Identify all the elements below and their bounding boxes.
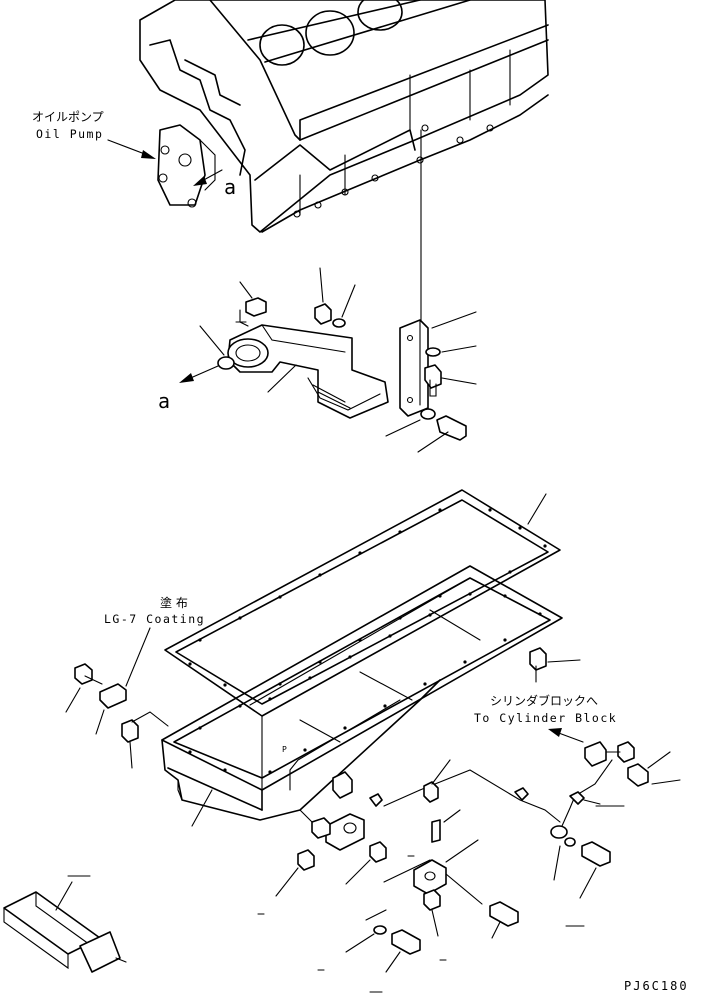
bolt bbox=[74, 663, 103, 685]
cylinder-block bbox=[139, 0, 549, 233]
oil-pan-gasket bbox=[164, 489, 561, 717]
valve-block bbox=[413, 859, 483, 905]
bolt bbox=[424, 364, 442, 397]
elbow-fitting bbox=[332, 771, 383, 807]
oil-pan bbox=[161, 565, 563, 831]
coating-label-en: LG-7 Coating bbox=[104, 612, 205, 626]
suction-strainer bbox=[227, 321, 389, 419]
oil-pump bbox=[157, 124, 216, 208]
plug bbox=[121, 719, 139, 743]
bolt bbox=[391, 929, 421, 955]
arrow-icon bbox=[193, 169, 223, 186]
ref-a-top: a bbox=[224, 175, 236, 199]
drain-valve bbox=[311, 813, 365, 851]
washer bbox=[425, 347, 441, 357]
level-sensor-assembly bbox=[419, 741, 635, 839]
plug bbox=[369, 841, 387, 863]
washer bbox=[373, 925, 387, 935]
bolt bbox=[239, 297, 267, 327]
pan-mark: P bbox=[282, 745, 287, 754]
arrow-icon bbox=[548, 728, 584, 743]
coating-label-jp: 塗 布 bbox=[160, 595, 188, 610]
washer bbox=[420, 408, 436, 420]
plug bbox=[423, 889, 441, 911]
drain-tool bbox=[3, 891, 127, 973]
cyl-block-label-en: To Cylinder Block bbox=[474, 711, 617, 725]
plug bbox=[423, 781, 439, 803]
arrow-icon bbox=[179, 365, 219, 383]
bolt bbox=[627, 763, 649, 787]
cyl-block-label-jp: シリンダブロックへ bbox=[490, 693, 598, 708]
gasket bbox=[217, 356, 235, 370]
bolt bbox=[581, 841, 611, 867]
bolt bbox=[529, 647, 547, 683]
oil-pump-label-en: Oil Pump bbox=[36, 127, 103, 141]
bolt bbox=[436, 415, 467, 441]
coating-patch bbox=[99, 683, 127, 709]
washer bbox=[564, 837, 576, 847]
arrow-icon bbox=[107, 139, 156, 159]
drawing-code: PJ6C180 bbox=[624, 979, 689, 993]
washer bbox=[332, 318, 346, 328]
nut bbox=[314, 303, 332, 325]
ref-a-left: a bbox=[158, 389, 170, 413]
oil-pump-label-jp: オイルポンプ bbox=[32, 110, 104, 124]
bracket bbox=[399, 319, 429, 417]
bolt bbox=[489, 901, 519, 927]
pin bbox=[431, 819, 441, 843]
plug bbox=[297, 849, 315, 871]
